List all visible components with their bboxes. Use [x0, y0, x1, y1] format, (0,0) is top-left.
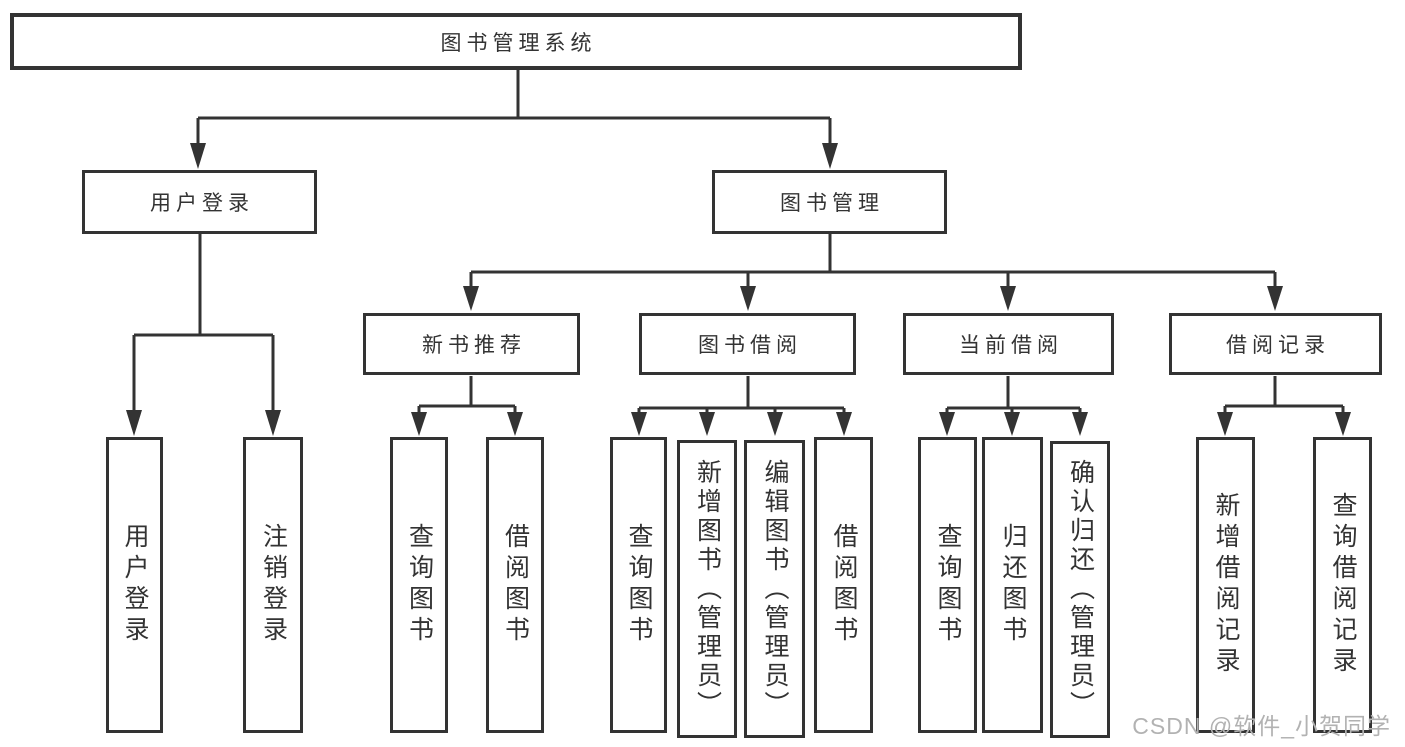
leaf-add-borrow-record: 新增借阅记录 [1196, 437, 1255, 733]
leaf-recommend-borrow-book: 借阅图书 [486, 437, 544, 733]
node-borrow-record: 借阅记录 [1169, 313, 1382, 375]
leaf-logout: 注销登录 [243, 437, 303, 733]
node-current-borrow: 当前借阅 [903, 313, 1114, 375]
leaf-edit-book-admin: 编辑图书（管理员） [744, 440, 805, 738]
leaf-return-book: 归还图书 [982, 437, 1043, 733]
node-user-login: 用户登录 [82, 170, 317, 234]
node-book-borrow: 图书借阅 [639, 313, 856, 375]
node-system-root: 图书管理系统 [10, 13, 1022, 70]
leaf-borrow-book: 借阅图书 [814, 437, 873, 733]
leaf-query-borrow-record: 查询借阅记录 [1313, 437, 1372, 733]
leaf-user-login: 用户登录 [106, 437, 163, 733]
leaf-confirm-return-admin: 确认归还（管理员） [1050, 441, 1110, 738]
leaf-borrow-query-book: 查询图书 [610, 437, 667, 733]
node-new-book-recommend: 新书推荐 [363, 313, 580, 375]
leaf-add-book-admin: 新增图书（管理员） [677, 440, 737, 738]
leaf-current-query-book: 查询图书 [918, 437, 977, 733]
leaf-recommend-query-book: 查询图书 [390, 437, 448, 733]
node-book-management: 图书管理 [712, 170, 947, 234]
arrowheads [126, 143, 1351, 436]
